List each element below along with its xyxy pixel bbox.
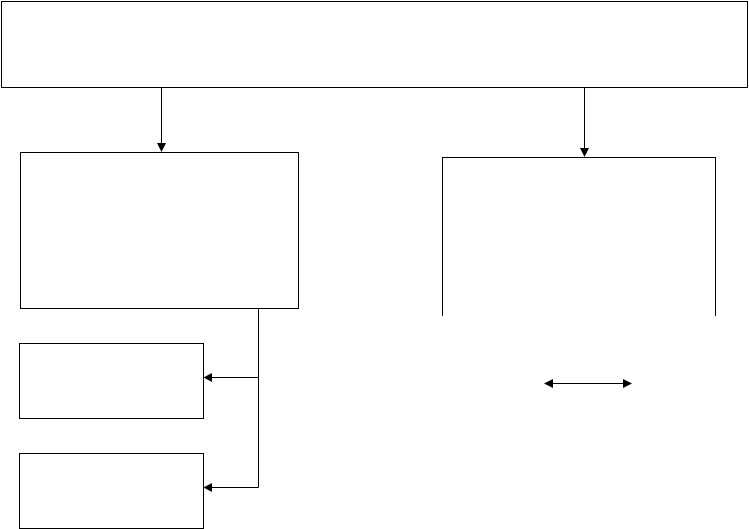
arrow-top-to-right [580, 88, 589, 157]
arrow-top-to-left [157, 88, 166, 152]
right-box [442, 157, 716, 316]
bidirectional-arrow [544, 379, 632, 388]
arrow-to-lower-left-1 [203, 373, 259, 382]
lower-left-box-2 [19, 453, 204, 529]
top-box [1, 1, 748, 88]
arrow-to-lower-left-2 [203, 483, 259, 492]
left-box [20, 152, 299, 309]
lower-left-box-1 [19, 343, 204, 419]
